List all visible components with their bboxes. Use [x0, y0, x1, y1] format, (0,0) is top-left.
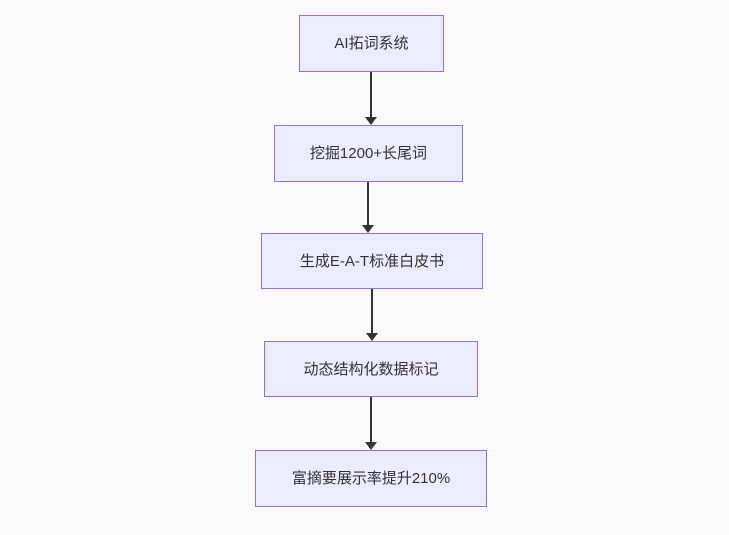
- arrow-head-icon: [365, 117, 377, 125]
- arrow-line: [371, 289, 373, 333]
- flowchart-node-step-2: 挖掘1200+长尾词: [274, 125, 463, 182]
- arrow-line: [367, 182, 369, 225]
- flowchart-node-label: 挖掘1200+长尾词: [309, 145, 428, 162]
- flowchart-node-step-3: 生成E-A-T标准白皮书: [261, 233, 483, 289]
- flowchart-node-step-1: AI拓词系统: [299, 15, 444, 72]
- flowchart-node-label: 富摘要展示率提升210%: [291, 470, 451, 487]
- arrow-line: [370, 397, 372, 442]
- flowchart-arrow-step3-step4: [366, 289, 378, 341]
- flowchart-node-label: AI拓词系统: [334, 35, 409, 52]
- flowchart-arrow-step1-step2: [365, 72, 377, 125]
- flowchart-arrow-step4-step5: [365, 397, 377, 450]
- arrow-head-icon: [362, 225, 374, 233]
- flowchart-node-step-5: 富摘要展示率提升210%: [255, 450, 487, 507]
- arrow-head-icon: [365, 442, 377, 450]
- flowchart-arrow-step2-step3: [362, 182, 374, 233]
- flowchart-node-step-4: 动态结构化数据标记: [264, 341, 478, 397]
- flowchart-node-label: 动态结构化数据标记: [303, 360, 439, 378]
- flowchart-node-label: 生成E-A-T标准白皮书: [299, 252, 445, 270]
- arrow-line: [370, 72, 372, 117]
- arrow-head-icon: [366, 333, 378, 341]
